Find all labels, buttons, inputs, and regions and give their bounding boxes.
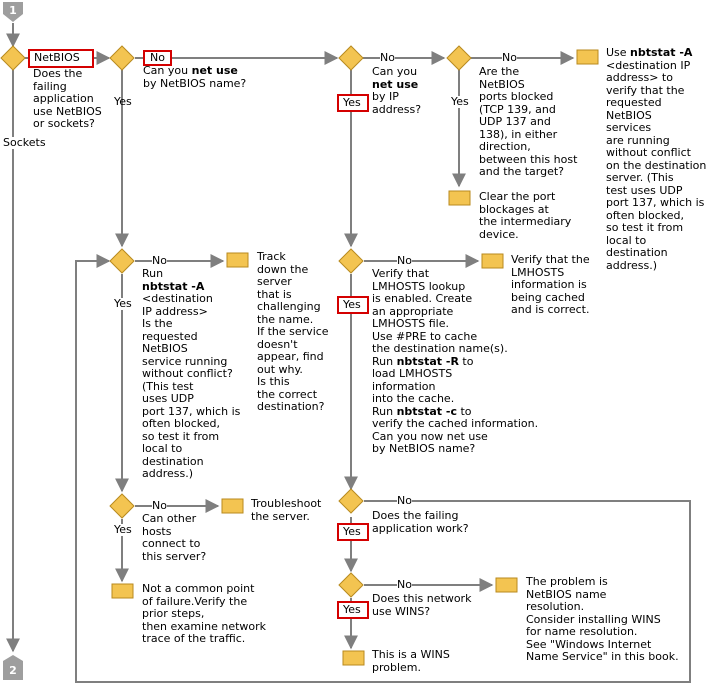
d9-no-label: No bbox=[397, 578, 412, 591]
d7-no-label: No bbox=[152, 499, 167, 512]
question-net-use-by-ip: Can you net use by IP address? bbox=[372, 65, 422, 116]
d5-no-label: No bbox=[152, 254, 167, 267]
action-wins-problem: This is a WINS problem. bbox=[372, 648, 450, 674]
action-track-down-server: Track down the server that is challengin… bbox=[257, 250, 329, 413]
d8-no-label: No bbox=[397, 494, 412, 507]
action-clear-port-blockages: Clear the port blockages at the intermed… bbox=[479, 190, 572, 241]
end-connector: 2 bbox=[3, 655, 23, 680]
d4-no-label: No bbox=[502, 51, 517, 64]
action-netbios-name-resolution: The problem is NetBIOS name resolution. … bbox=[526, 575, 679, 663]
yes-highlight-box-d6 bbox=[337, 296, 369, 314]
d4-yes-label: Yes bbox=[451, 95, 469, 108]
sockets-label: Sockets bbox=[3, 136, 46, 149]
question-app-work: Does the failing application work? bbox=[372, 509, 469, 535]
d3-yes-label: Yes bbox=[343, 96, 361, 109]
netbios-highlight-box bbox=[28, 49, 94, 68]
question-other-hosts-connect: Can other hosts connect to this server? bbox=[142, 512, 207, 563]
question-ports-blocked: Are the NetBIOS ports blocked (TCP 139, … bbox=[479, 65, 578, 178]
d6-yes-label: Yes bbox=[343, 298, 361, 311]
action-not-common-point: Not a common point of failure.Verify the… bbox=[142, 582, 267, 645]
svg-text:1: 1 bbox=[9, 4, 17, 17]
decision-diamonds bbox=[0, 45, 472, 598]
netbios-label: NetBIOS bbox=[34, 51, 80, 64]
d2-yes-label: Yes bbox=[114, 95, 132, 108]
yes-highlight-box-d3 bbox=[337, 94, 369, 112]
action-verify-lmhosts: Verify that the LMHOSTS information is b… bbox=[511, 253, 590, 316]
question-app-uses-netbios-or-sockets: Does the failing application use NetBIOS… bbox=[33, 67, 102, 130]
process-boxes bbox=[111, 49, 599, 666]
yes-highlight-box-d8 bbox=[337, 523, 369, 541]
action-troubleshoot-server: Troubleshoot the server. bbox=[251, 497, 322, 523]
question-net-use-by-name: Can you net use by NetBIOS name? bbox=[143, 64, 247, 90]
d8-yes-label: Yes bbox=[343, 525, 361, 538]
d9-yes-label: Yes bbox=[343, 603, 361, 616]
question-lmhosts: Verify that LMHOSTS lookup is enabled. C… bbox=[372, 267, 539, 455]
no-highlight-box bbox=[143, 50, 172, 66]
connector-lines bbox=[6, 23, 691, 683]
question-uses-wins: Does this network use WINS? bbox=[372, 592, 472, 618]
d2-no-label: No bbox=[150, 51, 165, 64]
start-connector: 1 bbox=[3, 2, 23, 22]
svg-text:2: 2 bbox=[9, 664, 17, 677]
d5-yes-label: Yes bbox=[114, 297, 132, 310]
d7-yes-label: Yes bbox=[114, 523, 132, 536]
action-use-nbtstat-a: Use nbtstat -A <destination IP address> … bbox=[606, 46, 707, 272]
d3-no-label: No bbox=[380, 51, 395, 64]
yes-highlight-box-d9 bbox=[337, 601, 369, 619]
d6-no-label: No bbox=[397, 254, 412, 267]
question-run-nbtstat-a: Run nbtstat -A <destination IP address> … bbox=[142, 267, 241, 480]
